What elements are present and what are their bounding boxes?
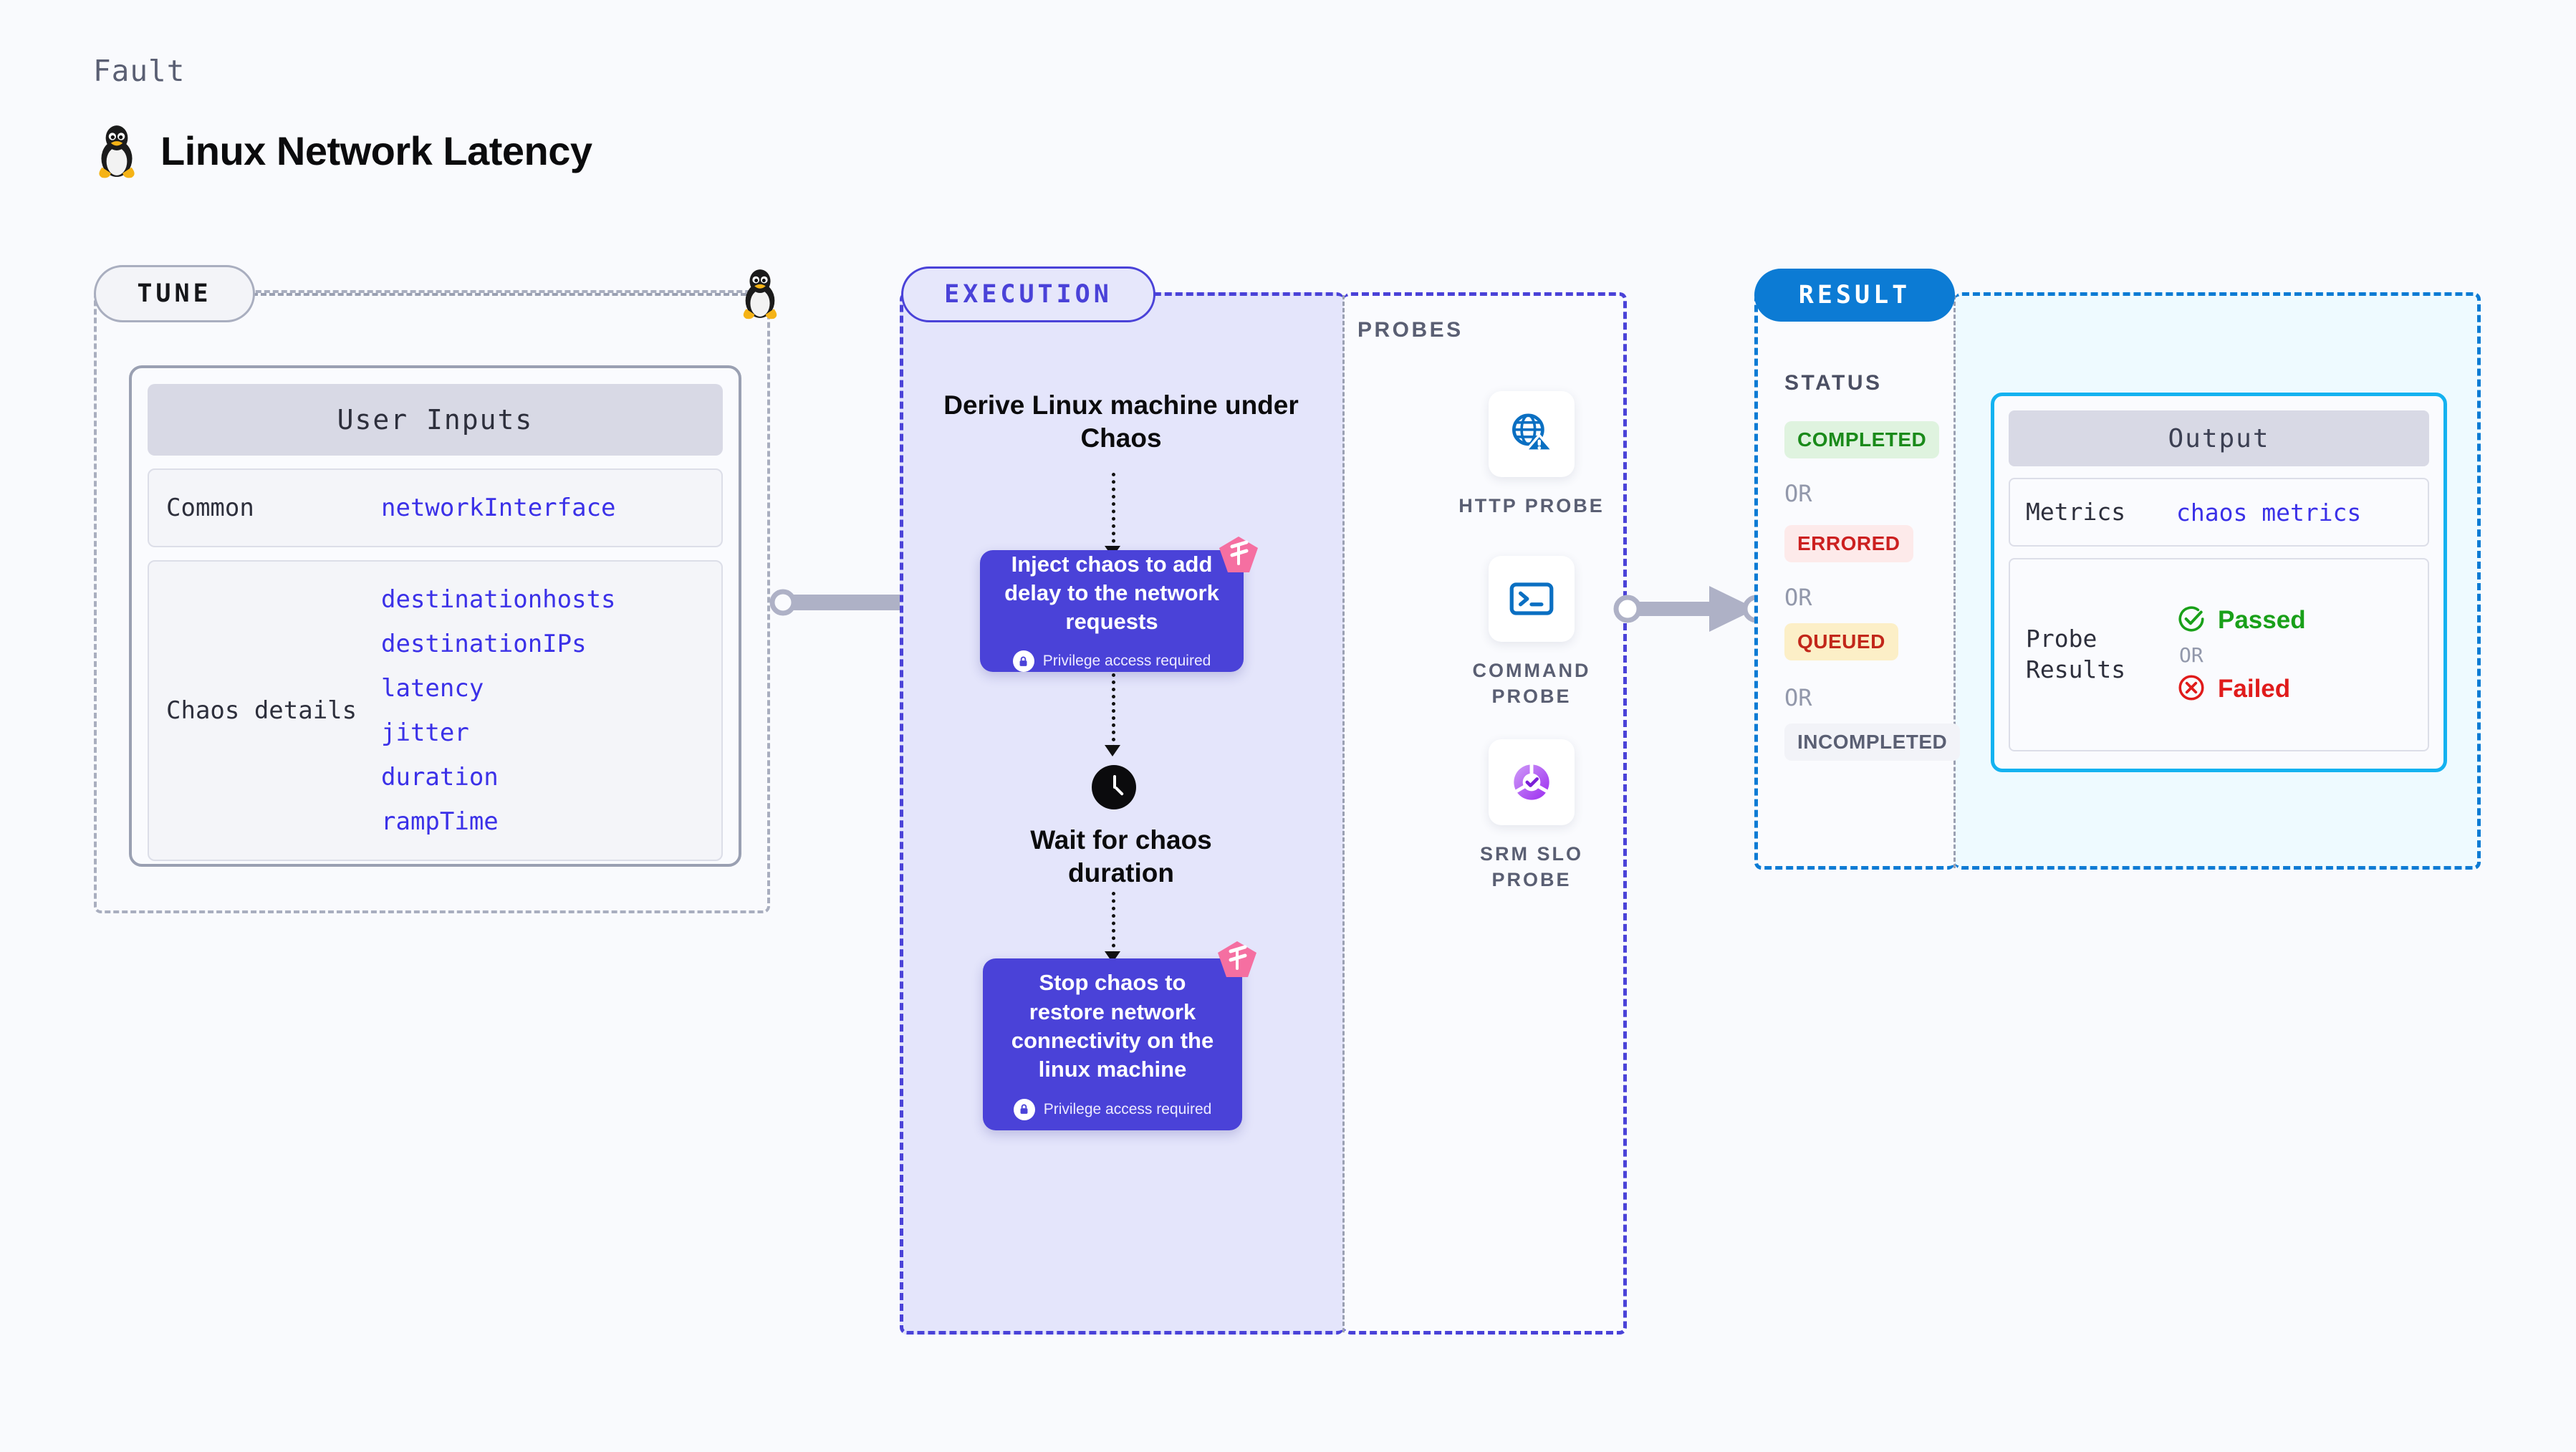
user-inputs-title: User Inputs	[148, 384, 723, 456]
user-inputs-card: User Inputs Common networkInterface Chao…	[129, 365, 741, 867]
privilege-note: Privilege access required	[1013, 1098, 1212, 1120]
status-label: STATUS	[1784, 371, 1883, 395]
output-card: Output Metrics chaos metrics Probe Resul…	[1991, 393, 2447, 772]
linux-penguin-icon	[93, 122, 140, 179]
output-row-probe-results: Probe Results Passed OR	[2009, 558, 2429, 751]
tune-param-ramptime[interactable]: rampTime	[381, 807, 499, 836]
output-metrics-value[interactable]: chaos metrics	[2176, 498, 2362, 527]
result-panel	[1754, 292, 1955, 870]
tune-param-destinationhosts[interactable]: destinationhosts	[381, 585, 616, 614]
passed-label: Passed	[2218, 606, 2306, 634]
tune-row-key: Common	[166, 494, 254, 522]
x-circle-icon	[2176, 673, 2206, 706]
or-separator: OR	[1784, 480, 1812, 507]
probe-http[interactable]: HTTP PROBE	[1438, 391, 1625, 519]
probe-command[interactable]: COMMAND PROBE	[1438, 556, 1625, 710]
probe-caption: HTTP PROBE	[1458, 495, 1605, 516]
page-eyebrow: Fault	[93, 54, 186, 88]
lock-icon	[1012, 650, 1034, 673]
tune-panel	[94, 290, 770, 913]
result-output-divider	[1953, 295, 1956, 868]
output-metrics-key: Metrics	[2026, 497, 2126, 526]
flow-connector-2	[1112, 673, 1115, 749]
tune-row-key: Chaos details	[166, 696, 357, 725]
privilege-note: Privilege access required	[1012, 650, 1211, 673]
harness-logo-icon	[1218, 535, 1259, 575]
globe-warning-icon	[1489, 391, 1575, 477]
inject-chaos-card[interactable]: Inject chaos to add delay to the network…	[980, 550, 1244, 673]
privilege-text: Privilege access required	[1043, 1100, 1212, 1117]
check-circle-icon	[2176, 604, 2206, 638]
or-separator: OR	[2179, 643, 2203, 667]
tune-pill[interactable]: TUNE	[94, 265, 255, 322]
execution-probes-divider	[1342, 295, 1345, 1332]
failed-label: Failed	[2218, 675, 2291, 703]
lock-icon	[1013, 1098, 1035, 1120]
or-separator: OR	[1784, 684, 1812, 711]
srm-slo-icon	[1489, 739, 1575, 825]
stop-chaos-card[interactable]: Stop chaos to restore network connectivi…	[983, 958, 1242, 1130]
tune-param-latency[interactable]: latency	[381, 674, 484, 703]
probes-panel	[1344, 292, 1627, 1335]
output-probe-results-key: Probe Results	[2026, 625, 2126, 683]
stop-chaos-text: Stop chaos to restore network connectivi…	[1011, 970, 1214, 1082]
tune-param-destinationips[interactable]: destinationIPs	[381, 630, 587, 658]
output-row-metrics: Metrics chaos metrics	[2009, 478, 2429, 547]
probe-caption: COMMAND PROBE	[1472, 660, 1591, 708]
execution-pill[interactable]: EXECUTION	[901, 266, 1155, 322]
tune-param-networkinterface[interactable]: networkInterface	[381, 494, 616, 522]
wait-step-title: Wait for chaos duration	[1030, 825, 1212, 888]
status-badge-queued: QUEUED	[1784, 623, 1898, 660]
flow-arrowhead-2	[1105, 745, 1120, 756]
tune-row-common: Common networkInterface	[148, 468, 723, 547]
status-badge-errored: ERRORED	[1784, 525, 1913, 562]
output-title: Output	[2009, 410, 2429, 466]
flow-connector-3	[1112, 892, 1115, 955]
flow-connector-1	[1112, 473, 1115, 550]
probe-caption: SRM SLO PROBE	[1479, 843, 1583, 891]
probe-srm-slo[interactable]: SRM SLO PROBE	[1438, 739, 1625, 893]
page-title-row: Linux Network Latency	[93, 122, 592, 179]
tune-top-dash-line	[252, 293, 746, 296]
arrow-probes-to-result-icon	[1605, 566, 1812, 652]
tune-param-duration[interactable]: duration	[381, 763, 499, 792]
status-badge-incompleted: INCOMPLETED	[1784, 723, 1961, 761]
privilege-text: Privilege access required	[1042, 653, 1211, 670]
page-title: Linux Network Latency	[160, 128, 592, 173]
result-pill[interactable]: RESULT	[1754, 269, 1955, 322]
status-badge-completed: COMPLETED	[1784, 421, 1940, 458]
probes-label: PROBES	[1357, 318, 1464, 342]
execution-panel	[900, 292, 1344, 1335]
probe-result-passed: Passed	[2176, 604, 2306, 638]
probe-result-failed: Failed	[2176, 673, 2306, 706]
linux-penguin-icon	[738, 265, 782, 321]
terminal-icon	[1489, 556, 1575, 642]
or-separator: OR	[1784, 584, 1812, 611]
execution-step-title: Derive Linux machine under Chaos	[943, 390, 1299, 453]
inject-chaos-text: Inject chaos to add delay to the network…	[1004, 551, 1219, 635]
harness-logo-icon	[1216, 940, 1258, 980]
tune-param-jitter[interactable]: jitter	[381, 718, 469, 747]
tune-row-chaos-details: Chaos details destinationhosts destinati…	[148, 560, 723, 861]
clock-icon	[1092, 765, 1136, 809]
